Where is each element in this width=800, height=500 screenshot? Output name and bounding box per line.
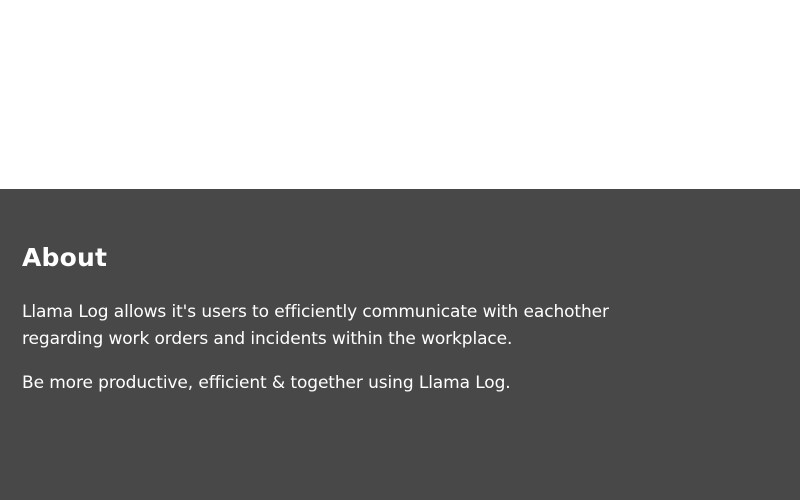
about-tagline: Be more productive, efficient & together… [22,373,511,393]
blank-header-area [0,0,800,189]
about-title: About [22,243,108,272]
about-description: Llama Log allows it's users to efficient… [22,302,609,349]
about-section: About Llama Log allows it's users to eff… [0,189,800,500]
